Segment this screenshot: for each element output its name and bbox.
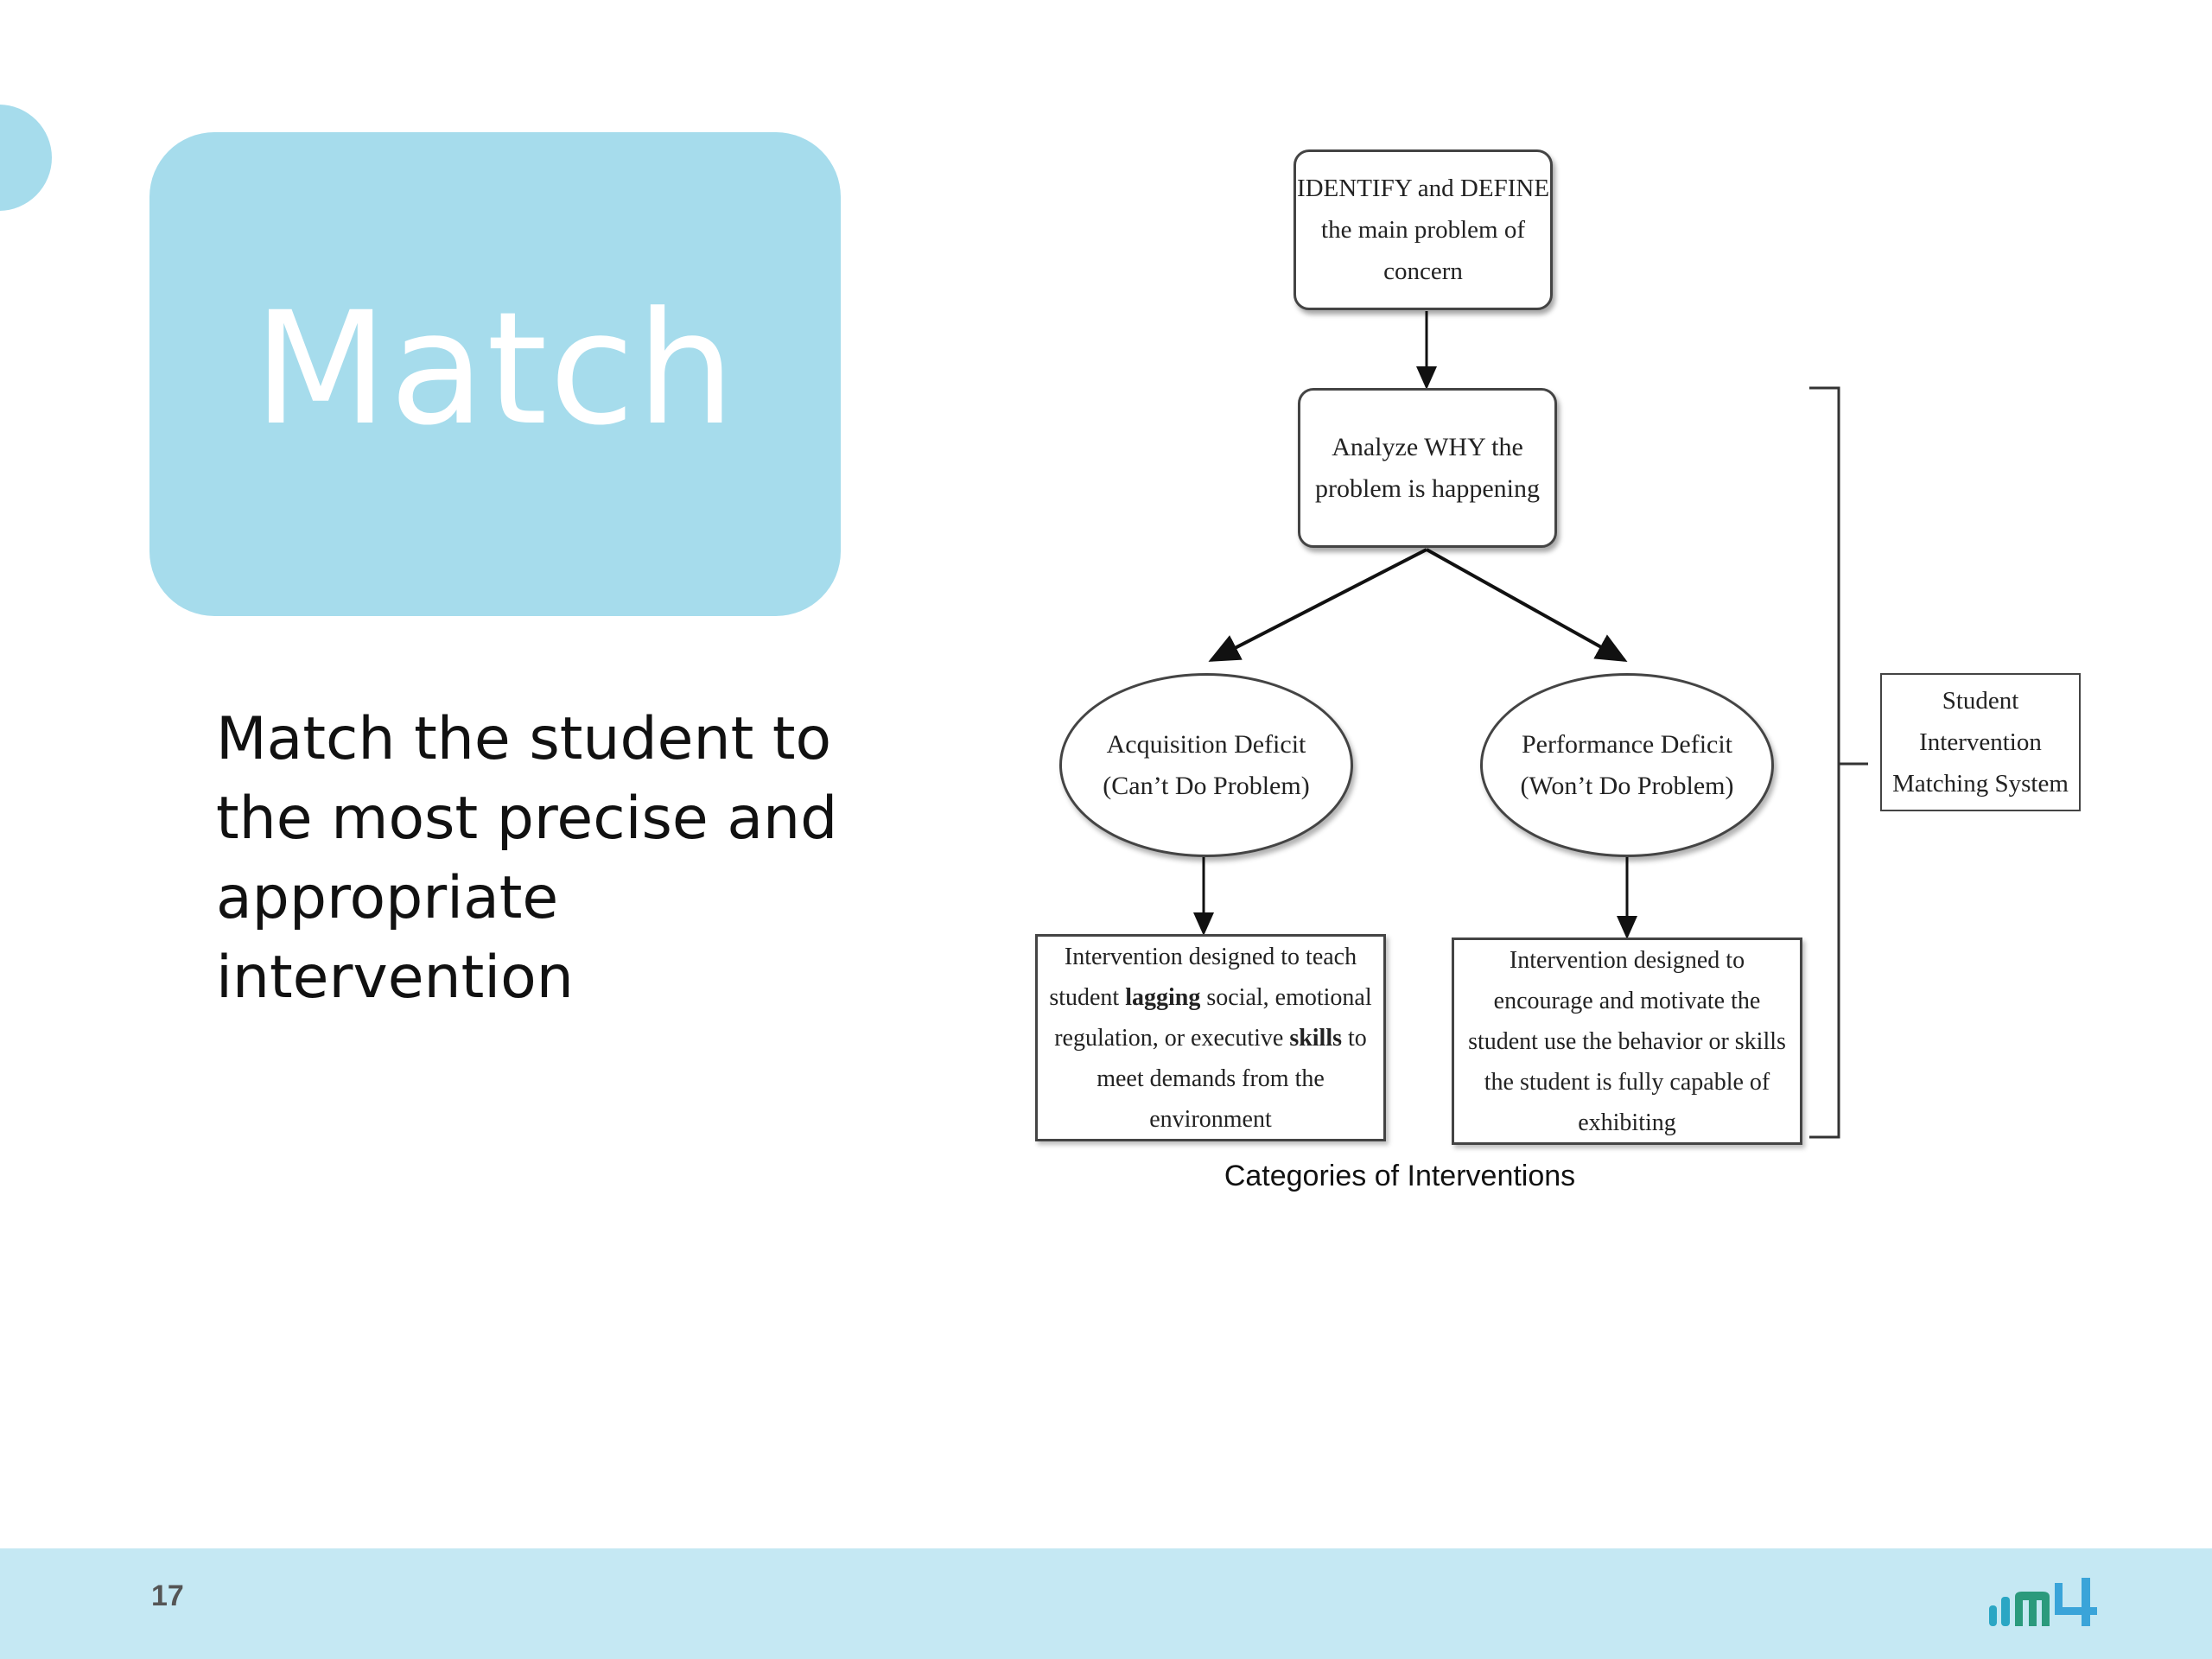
diagram-caption: Categories of Interventions	[1224, 1160, 1576, 1192]
intervention-teach-bold-lagging: lagging	[1125, 983, 1201, 1011]
slide-title: Match	[253, 279, 737, 460]
node-performance-deficit: Performance Deficit (Won’t Do Problem)	[1480, 673, 1774, 857]
arrow-analyze-to-performance	[1426, 548, 1628, 662]
m4-logo-icon	[1989, 1578, 2097, 1626]
node-matching-system: Student Intervention Matching System	[1880, 673, 2081, 811]
logo-bar-2	[2001, 1597, 2010, 1626]
acquisition-deficit-label: Acquisition Deficit	[1106, 729, 1306, 759]
logo-bar-1	[1989, 1605, 1997, 1626]
footer-bar	[0, 1548, 2212, 1659]
intervention-teach-text-3: to meet demands from the environment	[1096, 1024, 1367, 1133]
node-identify-define: IDENTIFY and DEFINE the main problem of …	[1294, 149, 1553, 310]
node-intervention-encourage: Intervention designed to encourage and m…	[1452, 938, 1802, 1145]
acquisition-deficit-sublabel: (Can’t Do Problem)	[1103, 771, 1310, 800]
performance-deficit-sublabel: (Won’t Do Problem)	[1520, 771, 1734, 800]
performance-deficit-label: Performance Deficit	[1521, 729, 1733, 759]
intervention-teach-bold-skills: skills	[1289, 1024, 1343, 1052]
logo-four-shape	[2055, 1578, 2097, 1626]
node-analyze-why: Analyze WHY the problem is happening	[1298, 388, 1557, 548]
node-intervention-teach: Intervention designed to teach student l…	[1035, 934, 1386, 1141]
system-bracket	[1809, 386, 1840, 1139]
intervention-teach-text-2: social, emotional regulation, or executi…	[1054, 983, 1372, 1052]
title-card: Match	[149, 132, 841, 616]
node-acquisition-deficit: Acquisition Deficit (Can’t Do Problem)	[1059, 673, 1353, 857]
arrow-analyze-to-acquisition	[1208, 548, 1427, 662]
page-number: 17	[151, 1580, 184, 1612]
logo-m-shape	[2015, 1592, 2050, 1626]
intervention-teach-text-1: Intervention designed to teach student	[1049, 943, 1357, 1011]
slide-body-text: Match the student to the most precise an…	[216, 705, 838, 1012]
